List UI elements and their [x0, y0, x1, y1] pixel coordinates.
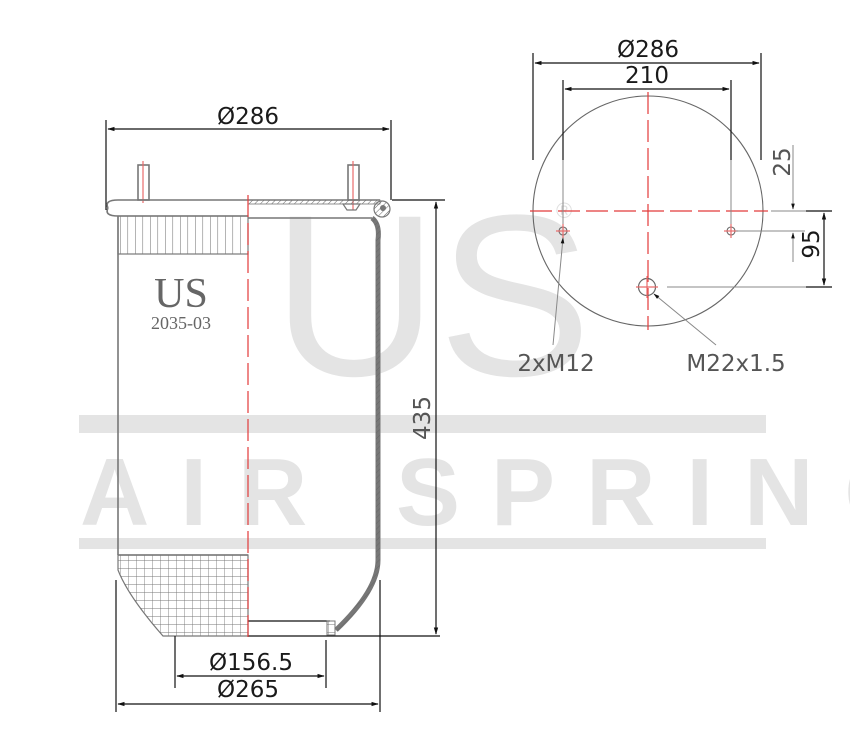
watermark: US ® AIR SPRING — [79, 167, 850, 549]
leader-stud-bolts — [552, 237, 565, 346]
dim-bolt-spacing: 210 — [625, 63, 669, 89]
top-view: Ø286 210 25 — [517, 37, 832, 377]
dim-outer-diameter: Ø286 — [617, 37, 679, 63]
watermark-bar-top — [79, 415, 766, 433]
side-view: Ø286 US 2035-03 — [105, 104, 445, 712]
dim-height: 435 — [410, 396, 436, 440]
watermark-bar-bottom — [79, 538, 766, 549]
dim-offset-large: 95 — [799, 229, 825, 258]
stud-hole-right — [724, 224, 738, 238]
leader-air-fitting — [653, 293, 717, 346]
dim-piston-inner-diameter: Ø156.5 — [209, 650, 293, 676]
watermark-brand: US — [272, 167, 592, 424]
piston-section — [117, 554, 249, 637]
label-brand: US — [154, 271, 208, 317]
bellows-pleats — [117, 215, 249, 255]
callout-stud-bolts: 2xM12 — [517, 351, 594, 377]
callout-air-fitting: M22x1.5 — [686, 351, 785, 377]
air-fitting-hole — [636, 276, 658, 298]
watermark-tagline: AIR SPRING — [80, 439, 850, 546]
label-model: 2035-03 — [151, 313, 211, 333]
stud-hole-left — [556, 224, 570, 238]
dim-top-diameter: Ø286 — [217, 104, 279, 130]
dim-offset-small: 25 — [770, 147, 796, 176]
dim-piston-outer-diameter: Ø265 — [217, 677, 279, 703]
